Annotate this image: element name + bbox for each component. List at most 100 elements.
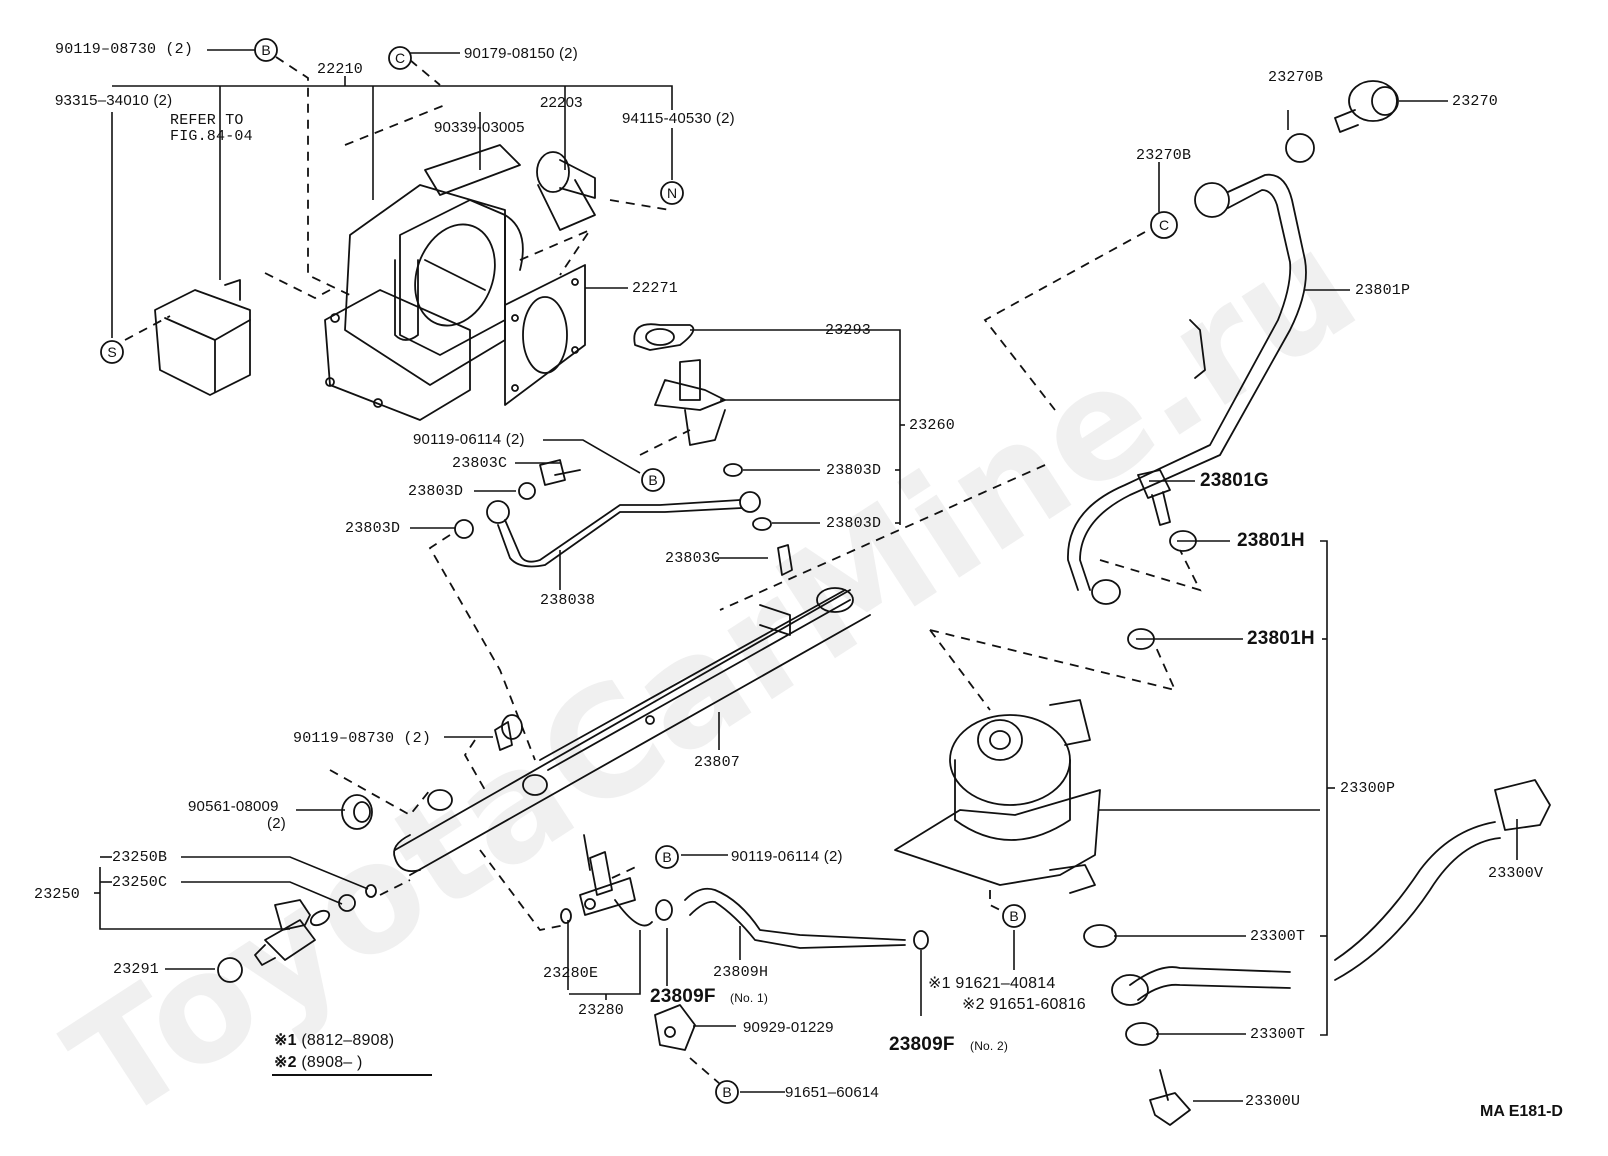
legend-underline bbox=[272, 1074, 432, 1076]
pulsation-damper-23300P bbox=[894, 699, 1101, 894]
grommet-90561 bbox=[341, 794, 373, 830]
cold-start-injector bbox=[654, 359, 726, 446]
label-90179-08150: 90179-08150 (2) bbox=[464, 45, 578, 62]
washers-23300T bbox=[1083, 924, 1159, 1046]
svg-text:B: B bbox=[722, 1084, 731, 1100]
label-23291: 23291 bbox=[113, 961, 160, 978]
label-23803D-a: 23803D bbox=[408, 483, 464, 500]
label-23270: 23270 bbox=[1452, 93, 1499, 110]
start-injector-tube bbox=[486, 491, 761, 568]
label-23803D-c: 23803D bbox=[826, 515, 882, 532]
label-23807: 23807 bbox=[694, 754, 741, 771]
delivery-pipe-23807 bbox=[393, 587, 871, 876]
label-23300T-a: 23300T bbox=[1250, 928, 1306, 945]
svg-text:S: S bbox=[107, 344, 116, 360]
gasket-23293 bbox=[633, 323, 695, 351]
label-22203: 22203 bbox=[540, 94, 583, 111]
label-23293: 23293 bbox=[825, 322, 872, 339]
label-23803C-b: 23803C bbox=[665, 550, 721, 567]
legend-item-1: ※1 (8812–8908) bbox=[274, 1033, 394, 1049]
label-90339-03005: 90339-03005 bbox=[434, 119, 525, 136]
callout-b-mid: B bbox=[641, 468, 665, 492]
label-23300T-b: 23300T bbox=[1250, 1026, 1306, 1043]
label-23270B-b: 23270B bbox=[1136, 147, 1192, 164]
label-238038: 238038 bbox=[540, 592, 596, 609]
idle-air-valve bbox=[536, 151, 596, 231]
bolt-90119-08730 bbox=[494, 714, 523, 751]
label-91621-40814: ※1 91621–40814 bbox=[928, 975, 1056, 992]
label-91651-60816: ※2 91651-60816 bbox=[962, 996, 1086, 1013]
label-22210: 22210 bbox=[317, 61, 364, 78]
label-93315-34010: 93315–34010 (2) bbox=[55, 92, 173, 109]
refer-note-line1: REFER TO bbox=[170, 112, 244, 129]
label-90929-01229: 90929-01229 bbox=[743, 1019, 834, 1036]
label-22271: 22271 bbox=[632, 280, 679, 297]
svg-text:B: B bbox=[662, 849, 671, 865]
callout-b-top: B bbox=[254, 38, 278, 62]
leader-lines bbox=[94, 49, 1518, 1102]
label-23809F-no1-note: (No. 1) bbox=[730, 991, 769, 1005]
label-23801H-b: 23801H bbox=[1247, 628, 1315, 649]
callout-b-regulator: B bbox=[655, 845, 679, 869]
injector-23250 bbox=[217, 884, 377, 983]
label-23260: 23260 bbox=[909, 417, 956, 434]
svg-text:B: B bbox=[1009, 908, 1018, 924]
union-bolt-23801G bbox=[1137, 469, 1171, 526]
gasket-22271 bbox=[504, 264, 586, 406]
legend-item-2: ※2 (8908– ) bbox=[274, 1055, 363, 1071]
svg-text:C: C bbox=[395, 50, 405, 66]
pressure-regulator-23280 bbox=[560, 834, 653, 927]
washers-23801H bbox=[1127, 530, 1197, 650]
label-23250C: 23250C bbox=[112, 874, 168, 891]
label-23801G: 23801G bbox=[1200, 470, 1269, 491]
clamp-90929 bbox=[654, 1004, 696, 1051]
label-90561-08009: 90561-08009 bbox=[188, 798, 279, 815]
callout-c-23270b: C bbox=[1150, 211, 1178, 239]
label-23300U: 23300U bbox=[1245, 1093, 1301, 1110]
label-23300V: 23300V bbox=[1488, 865, 1544, 882]
throttle-sensor bbox=[154, 279, 251, 396]
label-23801P: 23801P bbox=[1355, 282, 1411, 299]
label-23280E: 23280E bbox=[543, 965, 599, 982]
throttle-body bbox=[324, 144, 524, 421]
fuel-hose-23300V bbox=[1111, 779, 1551, 1006]
union-bolt-23270 bbox=[1285, 80, 1399, 163]
label-94115-40530: 94115-40530 (2) bbox=[622, 110, 735, 127]
callout-c-top: C bbox=[388, 46, 412, 70]
svg-text:C: C bbox=[1159, 217, 1169, 233]
label-90119-08730-mid: 90119–08730 (2) bbox=[293, 730, 432, 747]
callout-b-clamp: B bbox=[715, 1080, 739, 1104]
legend-mark-1: ※1 bbox=[274, 1032, 297, 1049]
label-23250: 23250 bbox=[34, 886, 81, 903]
legend-range-2: (8908– ) bbox=[301, 1054, 363, 1071]
label-90119-06114-a: 90119-06114 (2) bbox=[413, 431, 525, 448]
label-23809F-no1: 23809F bbox=[650, 986, 716, 1007]
label-23250B: 23250B bbox=[112, 849, 168, 866]
fuel-hose-23809H bbox=[655, 887, 929, 950]
label-23300P: 23300P bbox=[1340, 780, 1396, 797]
label-90561-qty: (2) bbox=[267, 815, 286, 832]
label-90119-06114-b: 90119-06114 (2) bbox=[731, 848, 843, 865]
label-23809F-no2: 23809F bbox=[889, 1034, 955, 1055]
dashed-assembly-lines bbox=[124, 56, 1202, 1085]
label-23803C-a: 23803C bbox=[452, 455, 508, 472]
bolt-23300U bbox=[1149, 1069, 1191, 1126]
label-23809H: 23809H bbox=[713, 964, 769, 981]
washers-23803D bbox=[454, 463, 772, 539]
label-23803D-d: 23803D bbox=[345, 520, 401, 537]
figure-code: MA E181-D bbox=[1480, 1103, 1563, 1120]
svg-text:B: B bbox=[648, 472, 657, 488]
label-91651-60614: 91651–60614 bbox=[785, 1084, 879, 1101]
label-23801H-a: 23801H bbox=[1237, 530, 1305, 551]
refer-note-line2: FIG.84-04 bbox=[170, 128, 253, 145]
svg-text:B: B bbox=[261, 42, 270, 58]
bolt-23803C bbox=[539, 459, 581, 486]
legend-mark-2: ※2 bbox=[274, 1054, 297, 1071]
label-23803D-b: 23803D bbox=[826, 462, 882, 479]
label-23280: 23280 bbox=[578, 1002, 625, 1019]
label-23809F-no2-note: (No. 2) bbox=[970, 1039, 1009, 1053]
label-23270B-a: 23270B bbox=[1268, 69, 1324, 86]
callout-n: N bbox=[660, 181, 684, 205]
